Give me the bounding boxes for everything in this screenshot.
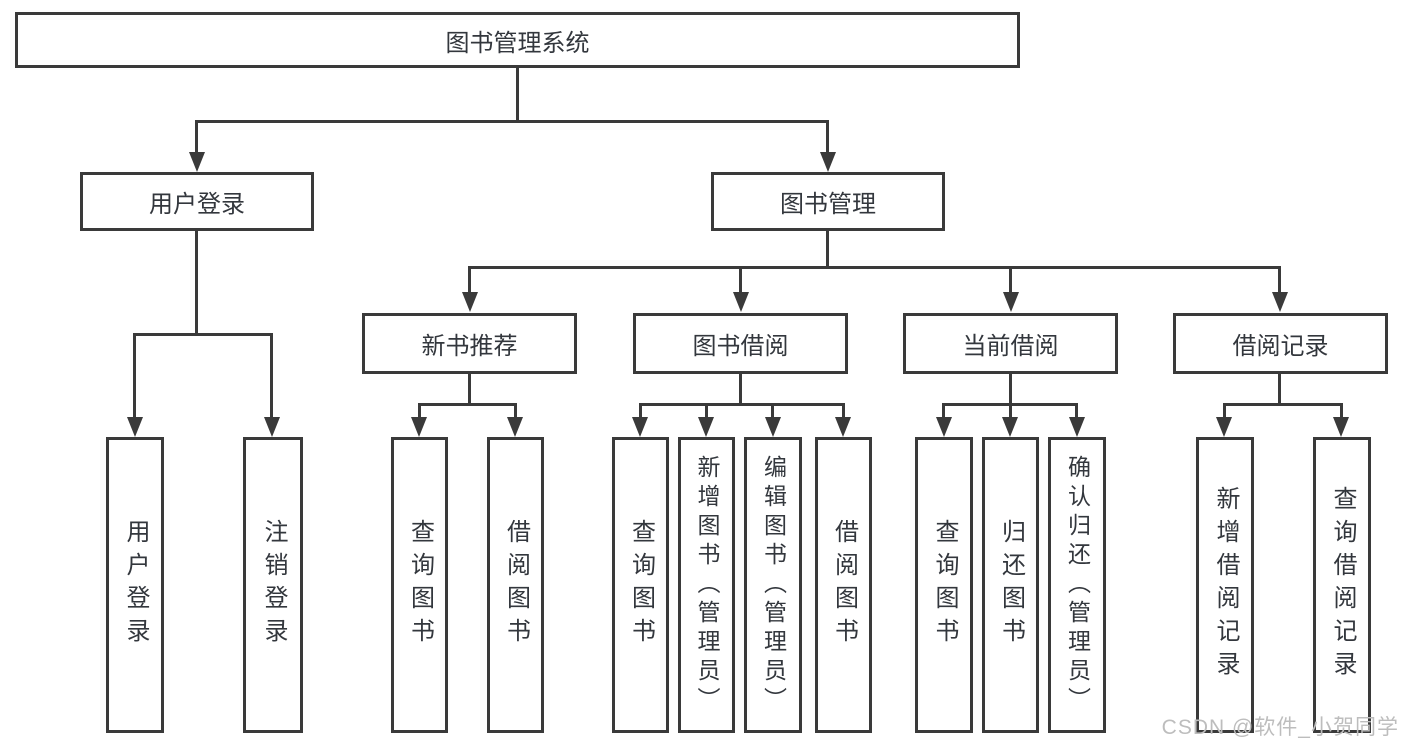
connector-line — [516, 68, 519, 122]
node-new-book-recommend: 新书推荐 — [362, 313, 577, 374]
leaf-query-books-1: 查询图书 — [391, 437, 448, 733]
arrow-down-icon — [462, 292, 478, 312]
arrow-down-icon — [1216, 417, 1232, 437]
connector-line — [195, 120, 198, 156]
node-current-borrowing: 当前借阅 — [903, 313, 1118, 374]
arrow-down-icon — [507, 417, 523, 437]
connector-line — [1223, 403, 1343, 406]
leaf-logout-label: 注销登录 — [260, 519, 287, 651]
arrow-down-icon — [765, 417, 781, 437]
connector-line — [739, 266, 742, 294]
connector-line — [1340, 403, 1343, 419]
connector-line — [639, 403, 642, 419]
connector-line — [1223, 403, 1226, 419]
connector-line — [133, 333, 136, 419]
connector-line — [418, 403, 421, 419]
node-user-login: 用户登录 — [80, 172, 314, 231]
connector-line — [826, 120, 829, 156]
leaf-query-books-2: 查询图书 — [612, 437, 669, 733]
leaf-query-books-1-label: 查询图书 — [406, 519, 434, 651]
arrow-down-icon — [835, 417, 851, 437]
arrow-down-icon — [632, 417, 648, 437]
connector-line — [739, 374, 742, 406]
leaf-edit-books-admin-label: 编辑图书（管理员） — [760, 454, 787, 716]
leaf-add-books-admin: 新增图书（管理员） — [678, 437, 735, 733]
leaf-user-login: 用户登录 — [106, 437, 164, 733]
leaf-borrow-books-1: 借阅图书 — [487, 437, 544, 733]
arrow-down-icon — [1002, 417, 1018, 437]
node-root: 图书管理系统 — [15, 12, 1020, 68]
node-borrowing-records: 借阅记录 — [1173, 313, 1388, 374]
node-new-book-recommend-label: 新书推荐 — [421, 333, 518, 360]
leaf-borrow-books-1-label: 借阅图书 — [502, 519, 530, 651]
arrow-down-icon — [264, 417, 280, 437]
leaf-user-login-label: 用户登录 — [122, 519, 149, 651]
leaf-return-books: 归还图书 — [982, 437, 1039, 733]
connector-line — [468, 266, 1281, 269]
connector-line — [1278, 374, 1281, 406]
arrow-down-icon — [127, 417, 143, 437]
leaf-edit-books-admin: 编辑图书（管理员） — [744, 437, 802, 733]
leaf-borrow-books-2-label: 借阅图书 — [830, 519, 858, 651]
connector-line — [842, 403, 845, 419]
arrow-down-icon — [698, 417, 714, 437]
connector-line — [1009, 374, 1012, 406]
arrow-down-icon — [820, 152, 836, 172]
arrow-down-icon — [1333, 417, 1349, 437]
connector-line — [1075, 403, 1078, 419]
connector-line — [942, 403, 945, 419]
arrow-down-icon — [1272, 292, 1288, 312]
leaf-query-books-3: 查询图书 — [915, 437, 973, 733]
leaf-query-borrow-record: 查询借阅记录 — [1313, 437, 1371, 733]
leaf-query-books-2-label: 查询图书 — [627, 519, 655, 651]
connector-line — [270, 333, 273, 419]
leaf-add-books-admin-label: 新增图书（管理员） — [694, 454, 720, 716]
leaf-add-borrow-record-label: 新增借阅记录 — [1212, 486, 1239, 684]
connector-line — [133, 333, 273, 336]
connector-line — [468, 374, 471, 406]
connector-line — [771, 403, 774, 419]
node-book-borrowing: 图书借阅 — [633, 313, 848, 374]
node-borrowing-records-label: 借阅记录 — [1232, 333, 1329, 360]
connector-line — [195, 231, 198, 335]
connector-line — [468, 266, 471, 294]
node-book-management: 图书管理 — [711, 172, 945, 231]
node-book-borrowing-label: 图书借阅 — [692, 333, 789, 360]
arrow-down-icon — [411, 417, 427, 437]
leaf-confirm-return-admin: 确认归还（管理员） — [1048, 437, 1106, 733]
leaf-add-borrow-record: 新增借阅记录 — [1196, 437, 1254, 733]
node-root-label: 图书管理系统 — [445, 29, 590, 57]
leaf-confirm-return-admin-label: 确认归还（管理员） — [1064, 454, 1091, 716]
connector-line — [418, 403, 517, 406]
connector-line — [1009, 403, 1012, 419]
arrow-down-icon — [1069, 417, 1085, 437]
arrow-down-icon — [733, 292, 749, 312]
csdn-watermark: CSDN @软件_小贺同学 — [1161, 716, 1399, 739]
connector-line — [514, 403, 517, 419]
connector-line — [1278, 266, 1281, 294]
leaf-return-books-label: 归还图书 — [997, 519, 1025, 651]
connector-line — [195, 120, 829, 123]
leaf-query-books-3-label: 查询图书 — [931, 519, 958, 651]
arrow-down-icon — [189, 152, 205, 172]
leaf-logout: 注销登录 — [243, 437, 303, 733]
connector-line — [705, 403, 708, 419]
node-book-management-label: 图书管理 — [780, 191, 876, 218]
connector-line — [1009, 266, 1012, 294]
node-current-borrowing-label: 当前借阅 — [962, 333, 1059, 360]
arrow-down-icon — [1003, 292, 1019, 312]
node-user-login-label: 用户登录 — [149, 191, 245, 218]
arrow-down-icon — [936, 417, 952, 437]
connector-line — [639, 403, 845, 406]
leaf-borrow-books-2: 借阅图书 — [815, 437, 872, 733]
connector-line — [826, 231, 829, 268]
leaf-query-borrow-record-label: 查询借阅记录 — [1329, 486, 1356, 684]
